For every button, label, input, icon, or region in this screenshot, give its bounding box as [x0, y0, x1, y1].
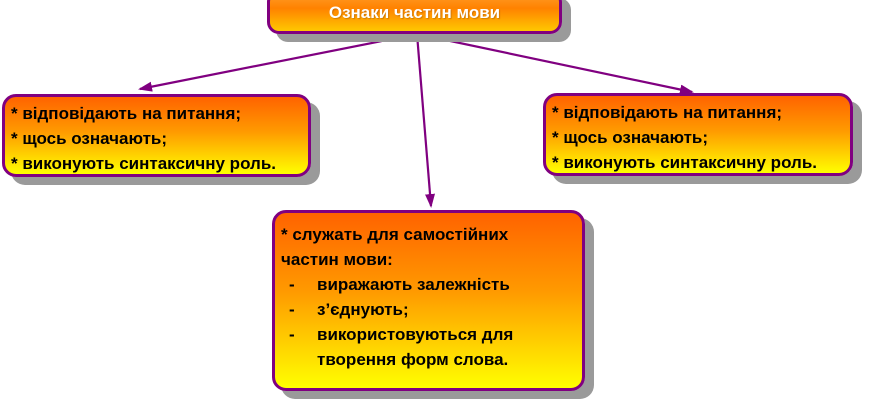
middle-box-bullet-4: творення форм слова.	[281, 347, 578, 372]
left-box: * відповідають на питання; * щось означа…	[2, 94, 311, 177]
middle-box-line-2: частин мови:	[281, 250, 393, 269]
arrow-to-right-box	[416, 32, 694, 95]
middle-box: * служать для самостійних частин мови: -…	[272, 210, 585, 391]
bullet-text: з’єднують;	[317, 300, 409, 319]
arrow-to-left-box	[138, 32, 418, 92]
middle-box-bullet-3: - використовуються для	[281, 322, 578, 347]
title-box-label: Ознаки частин мови	[328, 3, 501, 22]
bullet-dash: -	[289, 300, 295, 319]
arrow-to-middle-box	[415, 33, 436, 208]
middle-box-line-1: * служать для самостійних	[281, 225, 509, 244]
middle-box-bullet-1: - виражають залежність	[281, 272, 578, 297]
title-box: Ознаки частин мови	[267, 0, 562, 34]
right-box-line-3: * виконують синтаксичну роль.	[552, 153, 818, 172]
middle-box-bullet-2: - з’єднують;	[281, 297, 578, 322]
left-box-line-1: * відповідають на питання;	[11, 104, 242, 123]
bullet-text: використовуються для	[317, 325, 514, 344]
left-box-line-2: * щось означають;	[11, 129, 168, 148]
bullet-dash: -	[289, 325, 295, 344]
left-box-line-3: * виконують синтаксичну роль.	[11, 154, 277, 173]
right-box: * відповідають на питання; * щось означа…	[543, 93, 853, 176]
right-box-line-2: * щось означають;	[552, 128, 709, 147]
bullet-text: виражають залежність	[317, 275, 510, 294]
bullet-dash: -	[289, 275, 295, 294]
right-box-line-1: * відповідають на питання;	[552, 103, 783, 122]
bullet-dash	[281, 347, 317, 372]
bullet-text: творення форм слова.	[317, 350, 509, 369]
